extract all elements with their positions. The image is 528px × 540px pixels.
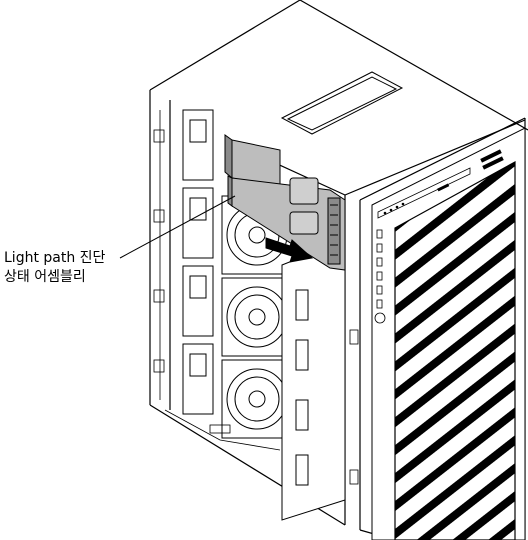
arrow-right-icon: [265, 237, 314, 263]
light-path-assembly: [227, 175, 346, 271]
drive-bays: [182, 109, 214, 415]
left-rail: [153, 110, 165, 400]
callout-label-line1: Light path 진단: [4, 250, 106, 266]
base-details: [164, 329, 359, 485]
cable-cover: [224, 134, 281, 189]
fans: [221, 195, 293, 439]
front-bezel: [371, 127, 526, 540]
lid-slot: [280, 71, 404, 135]
drive-cage: [281, 239, 346, 521]
bezel-indicators: [374, 229, 386, 324]
callout-label-line2: 상태 어셈블리: [4, 269, 86, 285]
assembly-connector: [327, 197, 341, 265]
operator-panel-leds: [383, 149, 504, 215]
callout-leader: [119, 195, 236, 259]
